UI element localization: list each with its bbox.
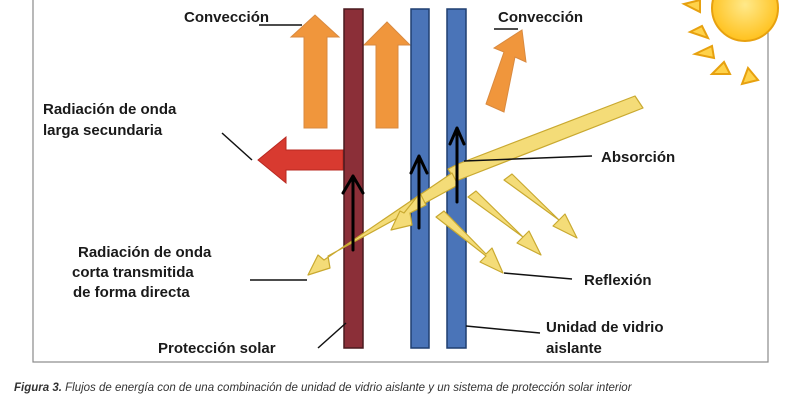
label-proteccion-solar: Protección solar [158,340,276,357]
label-unidad-vidrio-1: Unidad de vidrio [546,319,664,336]
label-conveccion-right: Convección [498,9,583,26]
incident-solar-beam [447,95,644,182]
longwave-radiation-arrow [257,135,344,185]
figure-caption: Figura 3. Flujos de energía con de una c… [14,382,794,394]
heat-arrow-shade [341,174,365,252]
leader-absorcion [463,155,593,162]
convection-arrow-right [485,29,527,113]
heat-arrow-outer-pane [409,154,429,230]
label-radiacion-larga-2: larga secundaria [43,122,163,139]
label-radiacion-corta-1: Radiación de onda [78,244,212,261]
leader-proteccion [317,322,347,349]
reflected-beam-3 [435,210,504,274]
label-radiacion-corta-2: corta transmitida [72,264,194,281]
label-conveccion-left: Convección [184,9,269,26]
reflected-beam-1 [503,173,578,239]
transmitted-solar-beam [307,172,459,276]
heat-arrow-inner-pane [448,126,466,204]
label-reflexion: Reflexión [584,272,652,289]
label-unidad-vidrio-2: aislante [546,340,602,357]
convection-arrow-center [362,21,412,129]
leader-unidad [465,325,541,334]
reflected-beam-2 [467,190,542,256]
convection-arrow-left [289,14,341,129]
sun-icon [681,0,779,86]
figure-frame [32,0,769,363]
label-radiacion-corta-3: de forma directa [73,284,190,301]
label-radiacion-larga-1: Radiación de onda [43,101,177,118]
caption-text: Flujos de energía con de una combinación… [61,382,632,394]
energy-flow-diagram: Convección Convección Radiación de onda … [32,0,779,363]
leader-reflexion [503,272,573,280]
label-absorcion: Absorción [601,149,675,166]
solar-beam-panel-arrow [390,192,427,231]
leader-radiacion-larga [221,132,253,161]
caption-figure-number: Figura 3. [14,382,62,394]
